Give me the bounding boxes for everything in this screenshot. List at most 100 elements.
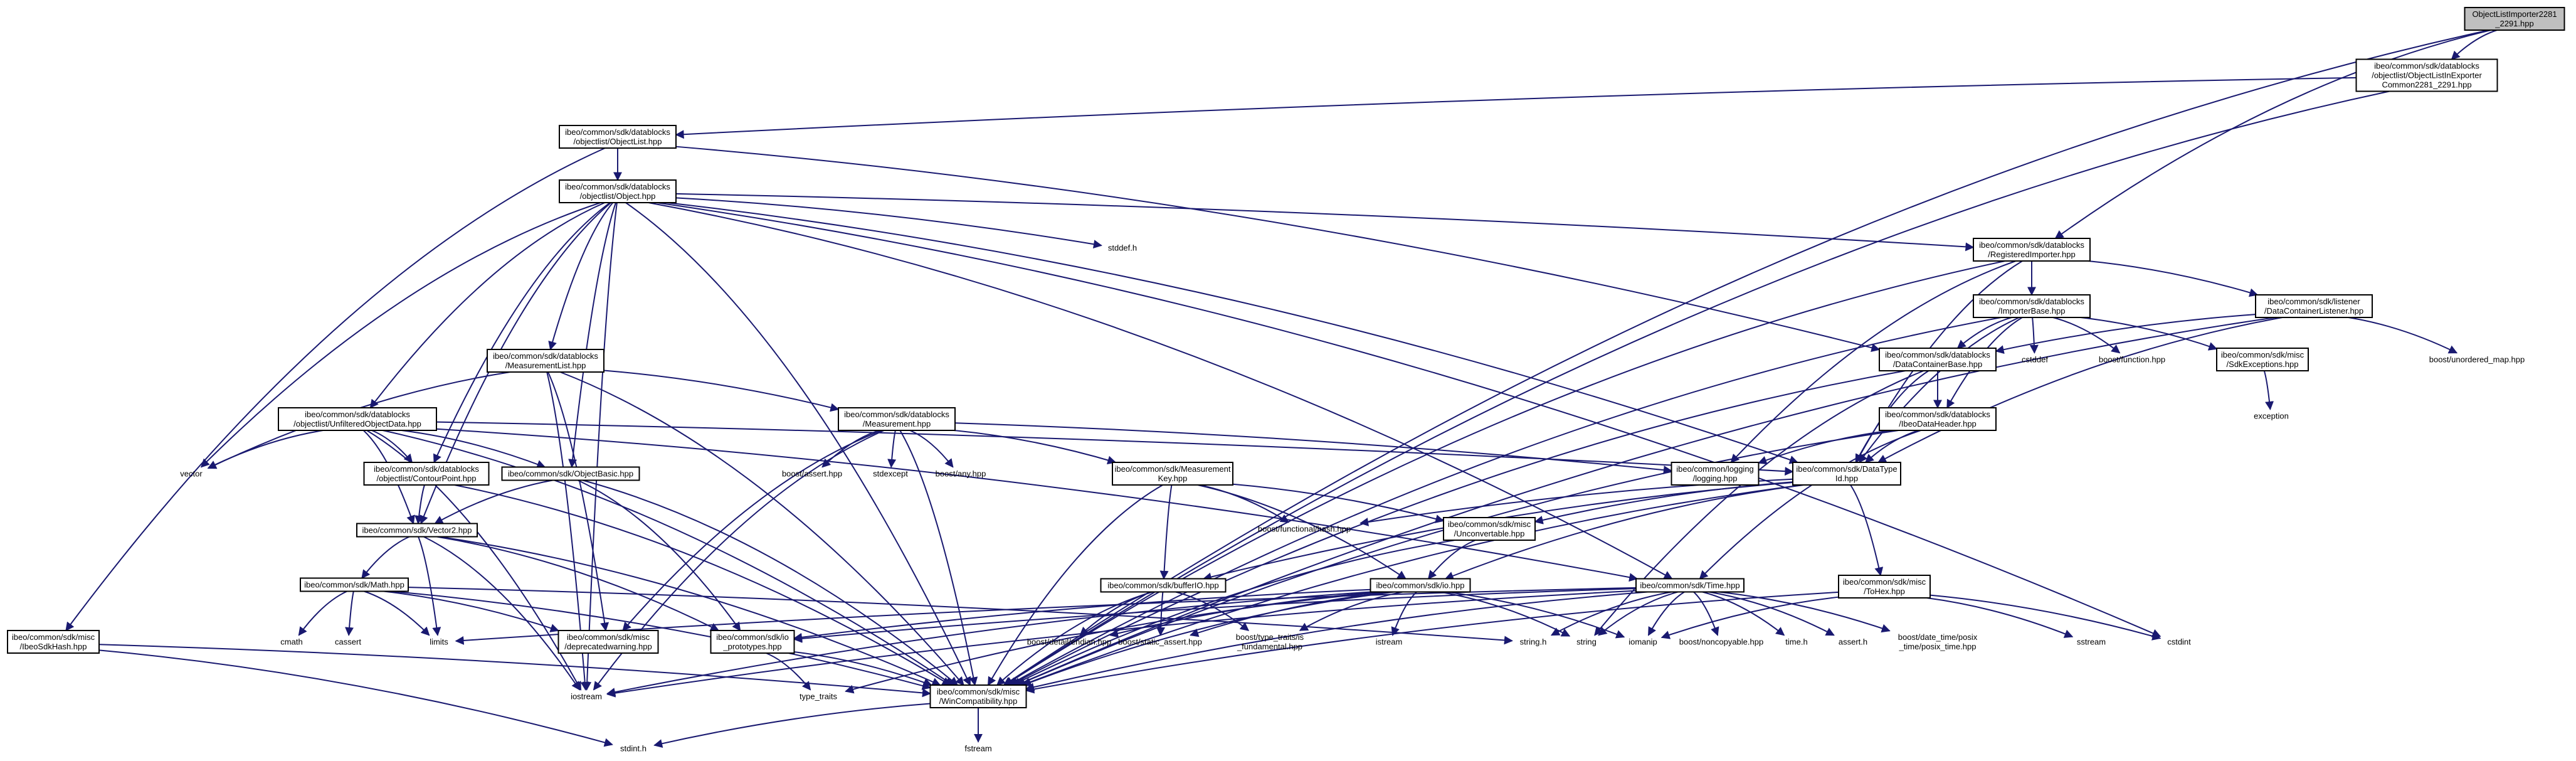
node-sdkhash[interactable]: ibeo/common/sdk/misc/IbeoSdkHash.hpp <box>7 630 100 654</box>
node-label: /objectlist/ContourPoint.hpp <box>377 474 477 483</box>
node-box <box>1100 578 1227 593</box>
node-meas[interactable]: ibeo/common/sdk/datablocks/MeasurementLi… <box>487 349 604 373</box>
node-logging[interactable]: ibeo/common/logging/logging.hpp <box>1671 462 1760 486</box>
node-deprec[interactable]: ibeo/common/sdk/misc/deprecatedwarning.h… <box>557 630 659 654</box>
node-exp[interactable]: ibeo/common/sdk/datablocks/objectlist/Ob… <box>2355 58 2498 92</box>
edge-time-to-timeh <box>1702 591 1785 636</box>
node-box <box>1792 462 1901 486</box>
edge-wincompat-to-stdint <box>653 703 931 748</box>
node-label: boost/static_assert.hpp <box>1118 637 1202 647</box>
edge-obj-to-time <box>648 202 1673 580</box>
edge-regimp-to-logging <box>1730 260 2016 464</box>
node-bufio[interactable]: ibeo/common/sdk/bufferIO.hpp <box>1100 578 1227 593</box>
node-stringh: string.h <box>1520 637 1547 647</box>
node-label: /Unconvertable.hpp <box>1454 529 1525 538</box>
edge-meas-to-wincompat <box>559 371 964 686</box>
node-label: type_traits <box>800 692 837 701</box>
edge-dcbase-to-dtid <box>1855 370 1929 464</box>
edge-unconv-to-io <box>1427 540 1476 580</box>
node-label: ibeo/common/sdk/Math.hpp <box>304 580 404 590</box>
edge-measurement-to-wincompat <box>899 430 978 686</box>
edge-contour-to-wincompat <box>454 484 951 686</box>
edge-objbasic-to-ioproto <box>577 479 741 632</box>
node-label: ibeo/common/sdk/io <box>716 632 789 642</box>
node-label: vector <box>180 469 203 479</box>
edge-root-to-exp <box>2451 29 2498 60</box>
edge-time-to-iostream <box>606 590 1637 698</box>
node-label: istream <box>1376 637 1403 647</box>
node-label: /Measurement.hpp <box>863 419 931 428</box>
edge-unfilt-to-time <box>436 428 1639 582</box>
edge-ol-to-sdkhash <box>65 147 606 632</box>
node-label: boost/any.hpp <box>936 469 986 479</box>
node-label: ibeo/common/sdk/DataType <box>1796 464 1897 474</box>
edge-dtid-to-io <box>1444 484 1804 580</box>
edge-time-to-posix <box>1718 591 1891 633</box>
node-contour[interactable]: ibeo/common/sdk/datablocks/objectlist/Co… <box>363 462 490 486</box>
node-vec2[interactable]: ibeo/common/sdk/Vector2.hpp <box>356 523 478 538</box>
node-label: ibeo/common/sdk/misc <box>937 687 1020 696</box>
node-label: ibeo/common/sdk/misc <box>2221 350 2304 359</box>
node-stdint: stdint.h <box>620 744 647 753</box>
node-measurement[interactable]: ibeo/common/sdk/datablocks/Measurement.h… <box>838 407 956 431</box>
edge-time-to-string <box>1598 591 1679 636</box>
node-sdkexc[interactable]: ibeo/common/sdk/misc/SdkExceptions.hpp <box>2216 348 2309 371</box>
edge-totex-to-cstdint <box>1929 594 2162 641</box>
node-idh[interactable]: ibeo/common/sdk/datablocks/IbeoDataHeade… <box>1879 407 1997 431</box>
edge-sdkexc-to-exception <box>2263 370 2274 410</box>
node-regimp[interactable]: ibeo/common/sdk/datablocks/RegisteredImp… <box>1973 238 2091 262</box>
node-time[interactable]: ibeo/common/sdk/Time.hpp <box>1635 578 1745 593</box>
edge-contour-to-vec2 <box>414 484 425 524</box>
edge-exp-to-ol <box>675 77 2357 139</box>
node-ioproto[interactable]: ibeo/common/sdk/io_prototypes.hpp <box>710 630 795 654</box>
node-box <box>487 349 604 373</box>
node-cstddef: cstddef <box>2022 355 2048 365</box>
node-label: boost/noncopyable.hpp <box>1679 637 1763 647</box>
node-math[interactable]: ibeo/common/sdk/Math.hpp <box>300 577 409 592</box>
edge-objbasic-to-wincompat <box>582 479 959 686</box>
node-label: ibeo/common/sdk/misc <box>567 632 650 642</box>
node-bany: boost/any.hpp <box>936 469 986 479</box>
node-label: exception <box>2254 412 2289 421</box>
node-obj[interactable]: ibeo/common/sdk/datablocks/objectlist/Ob… <box>559 179 677 203</box>
node-label: ibeo/common/sdk/datablocks <box>1885 350 1990 359</box>
edge-idh-to-logging <box>1758 430 1892 465</box>
edge-measurement-to-deprec <box>622 430 883 632</box>
node-label: iomanip <box>1628 637 1657 647</box>
node-cmath: cmath <box>280 637 302 647</box>
edge-dtid-to-wincompat <box>1021 484 1803 687</box>
edge-bufio-to-typetraits <box>1175 591 1250 631</box>
node-impbase[interactable]: ibeo/common/sdk/datablocks/ImporterBase.… <box>1973 294 2091 318</box>
node-vector: vector <box>180 469 203 479</box>
edge-time-to-asserth <box>1709 591 1835 636</box>
node-sstream: sstream <box>2077 637 2106 647</box>
node-ol[interactable]: ibeo/common/sdk/datablocks/objectlist/Ob… <box>559 125 677 149</box>
node-label: _fundamental.hpp <box>1237 642 1302 651</box>
node-label: /DataContainerListener.hpp <box>2264 306 2363 316</box>
node-objbasic[interactable]: ibeo/common/sdk/ObjectBasic.hpp <box>501 466 640 481</box>
node-label: ibeo/common/sdk/misc <box>1843 577 1926 587</box>
edge-mkey-to-bufio <box>1159 484 1173 580</box>
node-wincompat[interactable]: ibeo/common/sdk/misc/WinCompatibility.hp… <box>929 684 1027 708</box>
node-stdexcept: stdexcept <box>873 469 908 479</box>
node-unfilt[interactable]: ibeo/common/sdk/datablocks/objectlist/Un… <box>278 407 437 431</box>
node-label: ObjectListImporter2281 <box>2472 9 2557 19</box>
edge-vec2-to-math <box>361 536 410 579</box>
node-iostream: iostream <box>571 692 602 701</box>
node-box <box>1112 462 1233 486</box>
edge-vec2-to-iostream <box>423 536 581 691</box>
node-totex[interactable]: ibeo/common/sdk/misc/ToHex.hpp <box>1838 575 1931 599</box>
edge-math-to-cmath <box>298 590 347 636</box>
edge-io-to-ioproto <box>793 588 1371 642</box>
node-box <box>1635 578 1745 593</box>
node-label: ibeo/common/sdk/datablocks <box>565 127 670 137</box>
node-dcbase[interactable]: ibeo/common/sdk/datablocks/DataContainer… <box>1879 348 1997 371</box>
node-label: ibeo/common/logging <box>1676 464 1754 474</box>
node-dcl[interactable]: ibeo/common/sdk/listener/DataContainerLi… <box>2255 294 2373 318</box>
edge-dcl-to-dcbase <box>1995 314 2256 354</box>
node-unconv[interactable]: ibeo/common/sdk/misc/Unconvertable.hpp <box>1443 517 1536 541</box>
node-io[interactable]: ibeo/common/sdk/io.hpp <box>1370 578 1471 593</box>
node-label: _2291.hpp <box>2494 19 2533 28</box>
